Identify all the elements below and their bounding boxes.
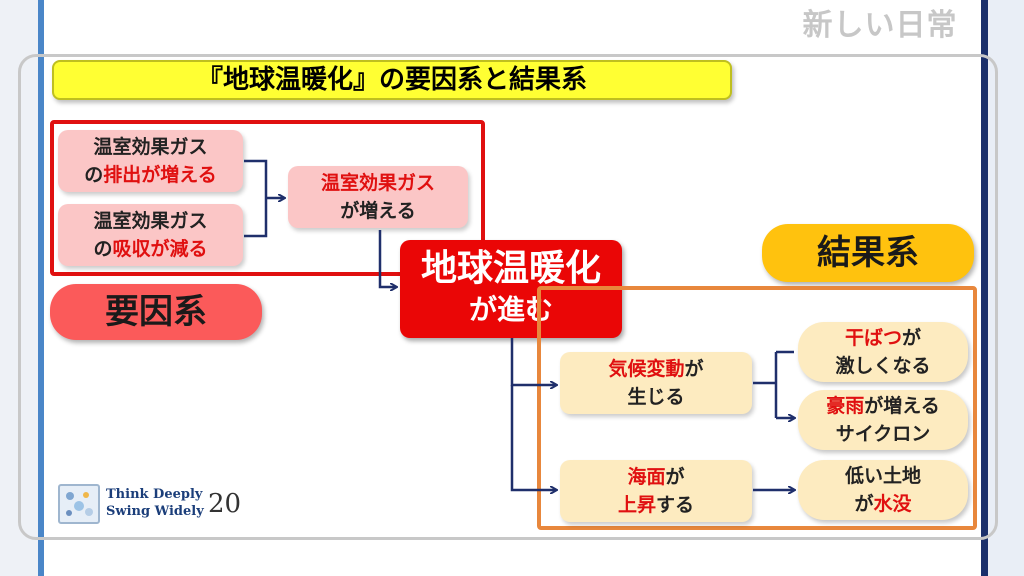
right-side-band <box>984 0 1024 576</box>
result-submersion-highlight: 水没 <box>873 493 912 515</box>
cause-emission-box: 温室効果ガス の排出が増える <box>58 130 243 192</box>
result-rain-line1: 豪雨が増える <box>798 392 968 420</box>
effect-climate-line1: 気候変動が <box>560 355 752 383</box>
cause-group-frame <box>50 120 485 276</box>
cause-increase-line2: が増える <box>340 200 416 222</box>
cause-emission-particle: の <box>84 164 104 186</box>
effect-sea-rise-suffix: する <box>656 494 695 516</box>
global-warming-title: 地球温暖化 <box>420 248 601 289</box>
cause-absorption-line2: の吸収が減る <box>58 235 243 263</box>
result-drought-particle: が <box>902 327 922 349</box>
right-accent-bar <box>981 0 988 576</box>
cause-absorption-box: 温室効果ガス の吸収が減る <box>58 204 243 266</box>
cause-emission-highlight: 排出が増える <box>103 164 217 186</box>
slide-frame <box>18 54 998 540</box>
result-rain-highlight: 豪雨 <box>826 395 865 417</box>
effect-sea-line2: 上昇する <box>560 491 752 519</box>
cause-absorption-particle: の <box>93 238 113 260</box>
effect-category-label: 結果系 <box>762 224 974 282</box>
think-deeply-logo: Think Deeply Swing Widely 20 <box>58 482 248 526</box>
header-tag: 新しい日常 <box>802 8 958 43</box>
result-submersion-box: 低い土地 が水没 <box>798 460 968 520</box>
result-drought-box: 干ばつが 激しくなる <box>798 322 968 382</box>
effect-climate-change-box: 気候変動が 生じる <box>560 352 752 414</box>
cause-emission-line2: の排出が増える <box>58 161 243 189</box>
effect-sea-rise-highlight: 上昇 <box>617 494 656 516</box>
slide-title: 『地球温暖化』の要因系と結果系 <box>52 60 732 100</box>
result-submersion-line2: が水没 <box>798 490 968 518</box>
effect-sea-highlight: 海面 <box>627 466 666 488</box>
result-submersion-line1: 低い土地 <box>844 465 921 487</box>
effect-sea-particle: が <box>665 466 685 488</box>
left-accent-bar <box>38 0 44 576</box>
cause-absorption-line1: 温室効果ガス <box>93 210 208 232</box>
result-rain-suffix: が増える <box>864 395 940 417</box>
effect-sea-level-box: 海面が 上昇する <box>560 460 752 522</box>
cause-category-label: 要因系 <box>50 284 262 340</box>
logo-line1: Think Deeply <box>106 487 203 502</box>
result-heavy-rain-box: 豪雨が増える サイクロン <box>798 390 968 450</box>
logo-icon <box>58 484 100 524</box>
effect-climate-line2: 生じる <box>627 386 685 408</box>
result-drought-line1: 干ばつが <box>798 324 968 352</box>
cause-emission-line1: 温室効果ガス <box>93 136 208 158</box>
result-rain-line2: サイクロン <box>835 423 931 445</box>
cause-absorption-highlight: 吸収が減る <box>112 238 208 260</box>
logo-line2: Swing Widely <box>106 504 204 519</box>
cause-increase-box: 温室効果ガス が増える <box>288 166 468 228</box>
effect-climate-highlight: 気候変動 <box>608 358 685 380</box>
result-drought-highlight: 干ばつ <box>844 327 902 349</box>
logo-number: 20 <box>208 489 242 519</box>
result-submersion-particle: が <box>854 493 874 515</box>
cause-increase-line1: 温室効果ガス <box>320 172 435 194</box>
result-drought-line2: 激しくなる <box>835 355 931 377</box>
effect-sea-line1: 海面が <box>560 463 752 491</box>
effect-climate-particle: が <box>684 358 704 380</box>
